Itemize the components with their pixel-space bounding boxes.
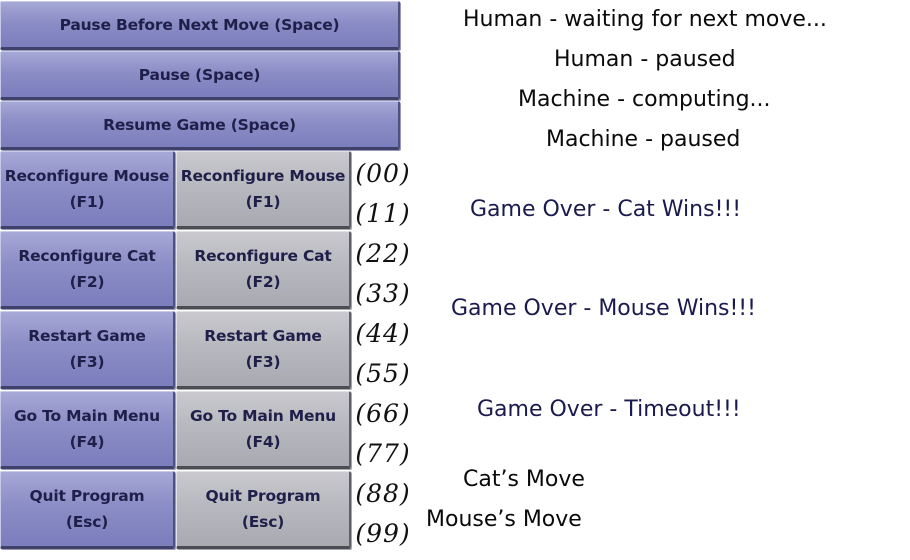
pause-label: Pause (Space) xyxy=(138,65,261,84)
resume-game-button[interactable]: Resume Game (Space) xyxy=(0,101,400,150)
digit-glyph-00: (00) xyxy=(355,158,411,188)
digit-glyph-33: (33) xyxy=(355,278,411,308)
quit-program-key: (Esc) xyxy=(241,513,285,531)
pause-button[interactable]: Pause (Space) xyxy=(0,51,400,100)
status-human-waiting: Human - waiting for next move... xyxy=(463,7,827,32)
mouses-move-indicator: Mouse’s Move xyxy=(426,507,582,532)
pause-before-next-move-label: Pause Before Next Move (Space) xyxy=(59,15,340,34)
main-menu-key: (F4) xyxy=(245,433,281,451)
status-human-paused: Human - paused xyxy=(554,47,736,72)
reconfigure-cat-label: Reconfigure Cat xyxy=(18,247,156,265)
digit-glyph-11: (11) xyxy=(355,198,411,228)
main-menu-label: Go To Main Menu xyxy=(14,407,160,425)
restart-game-label: Restart Game xyxy=(28,327,146,345)
restart-game-key: (F3) xyxy=(245,353,281,371)
restart-game-label: Restart Game xyxy=(204,327,322,345)
quit-program-button-inactive[interactable]: Quit Program (Esc) xyxy=(176,471,351,549)
quit-program-button-active[interactable]: Quit Program (Esc) xyxy=(0,471,175,549)
digit-glyph-88: (88) xyxy=(355,478,411,508)
reconfigure-mouse-button-active[interactable]: Reconfigure Mouse (F1) xyxy=(0,151,175,229)
reconfigure-mouse-label: Reconfigure Mouse xyxy=(4,167,170,185)
restart-game-button-inactive[interactable]: Restart Game (F3) xyxy=(176,311,351,389)
reconfigure-mouse-label: Reconfigure Mouse xyxy=(180,167,346,185)
pause-before-next-move-button[interactable]: Pause Before Next Move (Space) xyxy=(0,1,400,50)
main-menu-button-inactive[interactable]: Go To Main Menu (F4) xyxy=(176,391,351,469)
game-over-timeout: Game Over - Timeout!!! xyxy=(477,397,741,422)
digit-glyph-66: (66) xyxy=(355,398,411,428)
quit-program-key: (Esc) xyxy=(65,513,109,531)
game-over-mouse-wins: Game Over - Mouse Wins!!! xyxy=(451,296,756,321)
reconfigure-cat-key: (F2) xyxy=(245,273,281,291)
digit-glyph-77: (77) xyxy=(355,438,411,468)
reconfigure-mouse-key: (F1) xyxy=(69,193,105,211)
digit-glyph-22: (22) xyxy=(355,238,411,268)
main-menu-key: (F4) xyxy=(69,433,105,451)
main-menu-label: Go To Main Menu xyxy=(190,407,336,425)
reconfigure-cat-key: (F2) xyxy=(69,273,105,291)
reconfigure-cat-button-active[interactable]: Reconfigure Cat (F2) xyxy=(0,231,175,309)
game-over-cat-wins: Game Over - Cat Wins!!! xyxy=(470,197,742,222)
restart-game-button-active[interactable]: Restart Game (F3) xyxy=(0,311,175,389)
status-machine-computing: Machine - computing... xyxy=(518,87,771,112)
reconfigure-cat-label: Reconfigure Cat xyxy=(194,247,332,265)
reconfigure-cat-button-inactive[interactable]: Reconfigure Cat (F2) xyxy=(176,231,351,309)
reconfigure-mouse-key: (F1) xyxy=(245,193,281,211)
resume-game-label: Resume Game (Space) xyxy=(103,115,296,134)
quit-program-label: Quit Program xyxy=(205,487,321,505)
status-machine-paused: Machine - paused xyxy=(546,127,741,152)
cats-move-indicator: Cat’s Move xyxy=(463,467,585,492)
quit-program-label: Quit Program xyxy=(29,487,145,505)
digit-glyph-44: (44) xyxy=(355,318,411,348)
digit-glyph-99: (99) xyxy=(355,518,411,548)
main-menu-button-active[interactable]: Go To Main Menu (F4) xyxy=(0,391,175,469)
digit-glyph-55: (55) xyxy=(355,358,411,388)
reconfigure-mouse-button-inactive[interactable]: Reconfigure Mouse (F1) xyxy=(176,151,351,229)
restart-game-key: (F3) xyxy=(69,353,105,371)
